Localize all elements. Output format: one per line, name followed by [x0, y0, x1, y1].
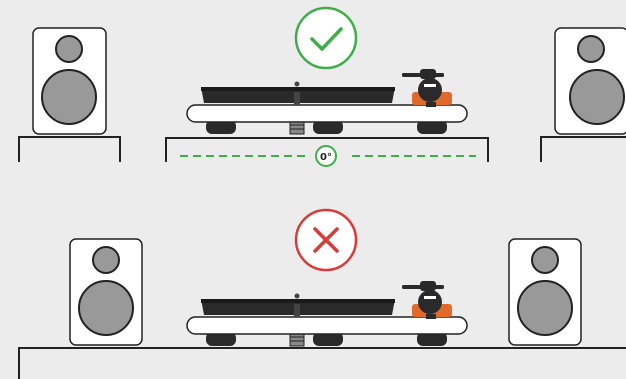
- tonearm-icon: [402, 281, 452, 319]
- left-speaker-stand: [19, 137, 120, 162]
- right-speaker: [555, 28, 626, 134]
- cross-icon: [296, 210, 356, 270]
- right-speaker: [509, 239, 581, 345]
- left-speaker: [70, 239, 142, 345]
- incorrect-setup: [19, 210, 626, 379]
- level-badge-label: 0°: [320, 152, 332, 163]
- right-speaker-stand: [541, 137, 626, 162]
- check-icon: [296, 8, 356, 68]
- correct-setup: 0°: [19, 8, 626, 166]
- left-speaker: [33, 28, 106, 134]
- level-indicator: 0°: [180, 146, 476, 166]
- shared-table: [19, 348, 626, 379]
- tonearm-icon: [402, 69, 452, 107]
